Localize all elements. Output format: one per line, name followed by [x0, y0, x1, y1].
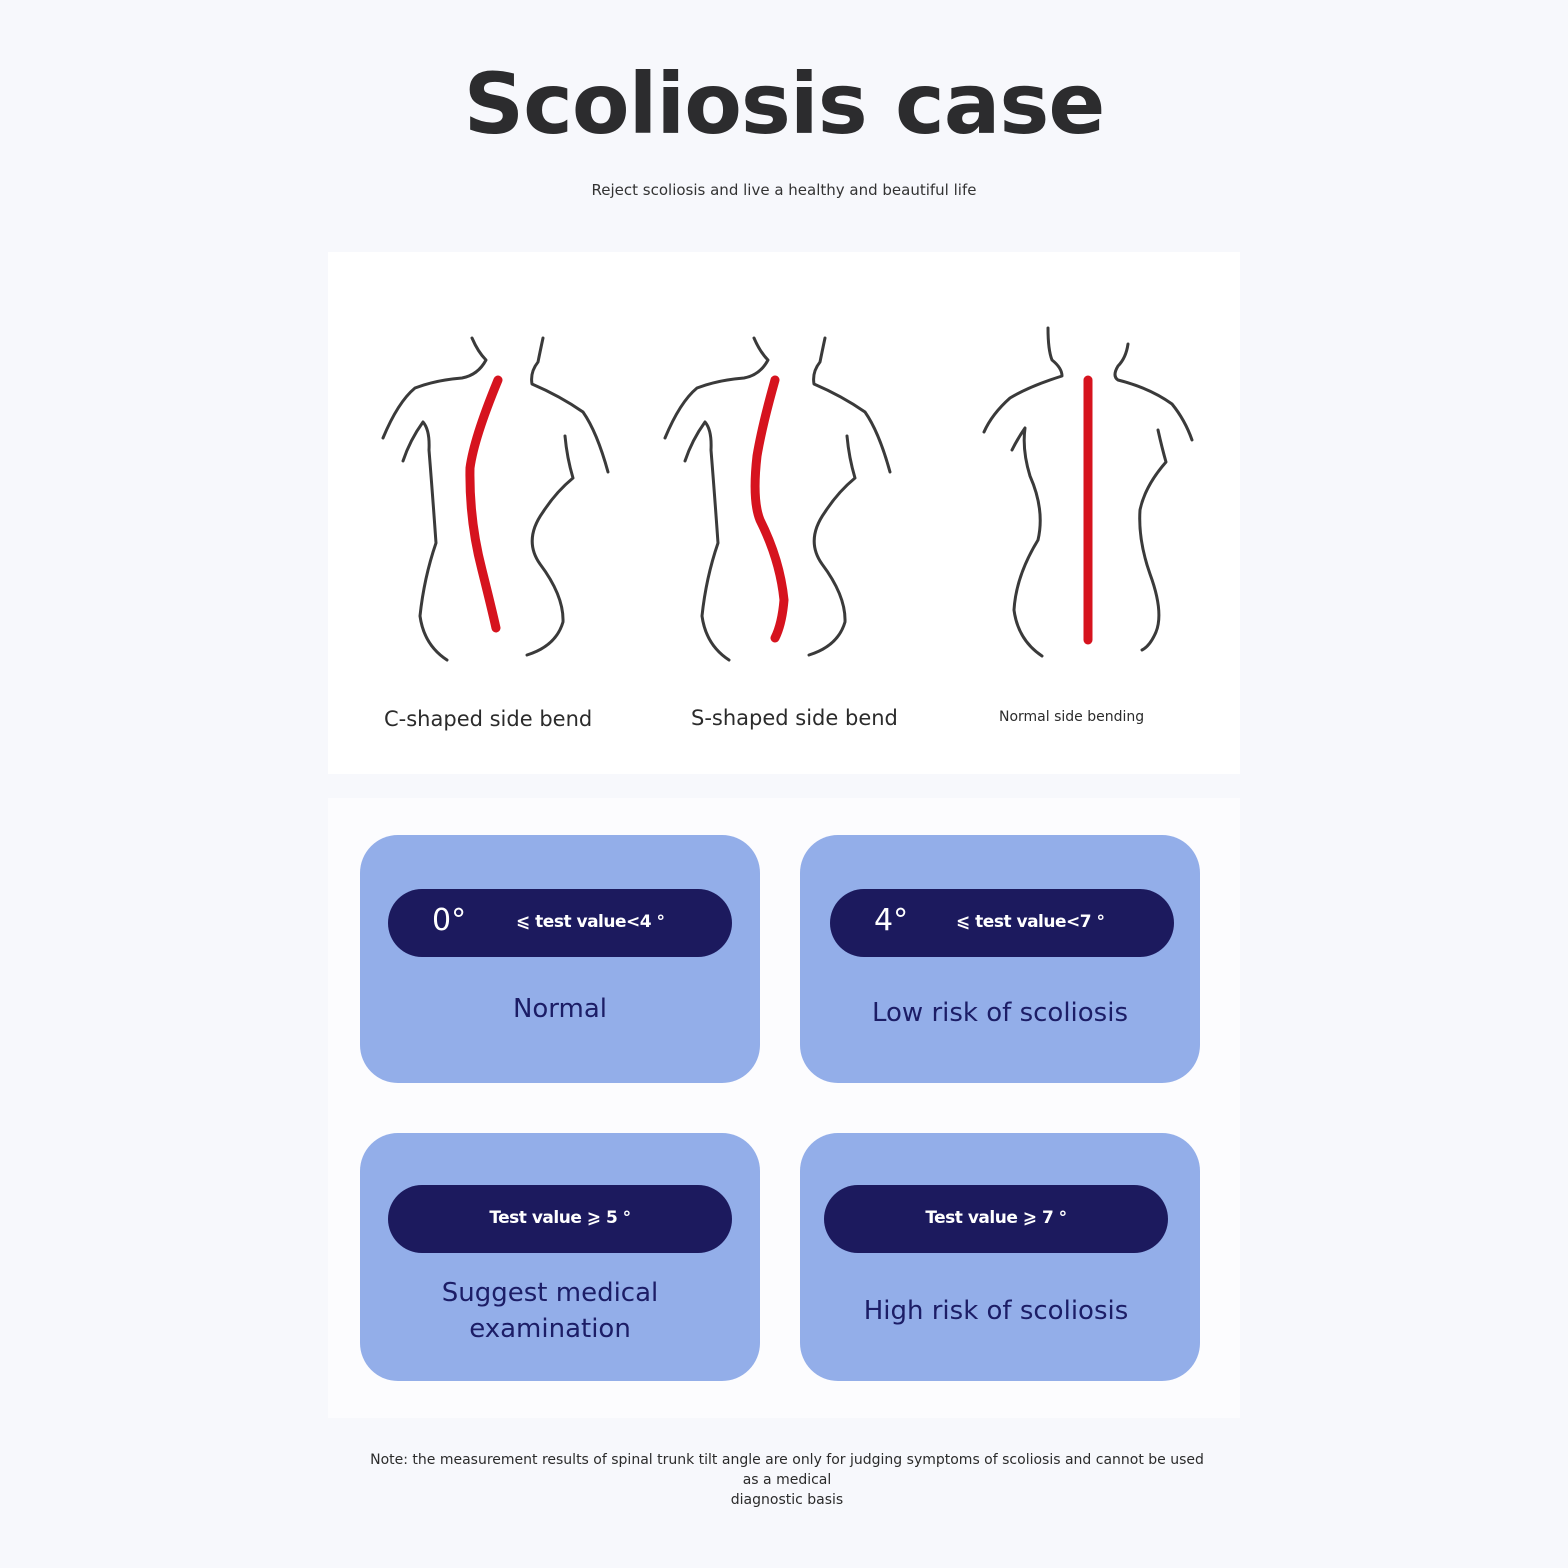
test-value-pill: Test value ⩾ 7 °: [824, 1185, 1168, 1253]
criteria-card-normal: 0° ⩽ test value<4 ° Normal: [360, 835, 760, 1083]
test-value-pill: 0° ⩽ test value<4 °: [388, 889, 732, 957]
spine-c-curve: [465, 375, 503, 633]
page-title: Scoliosis case: [463, 55, 1106, 153]
degree-value: 4°: [874, 903, 909, 938]
result-label-line2: examination: [469, 1314, 631, 1344]
spine-s-curve: [750, 375, 789, 643]
test-range: ⩽ test value<4 °: [516, 912, 665, 932]
result-label: High risk of scoliosis: [863, 1296, 1129, 1326]
figure-s-shaped-outline: [663, 336, 892, 662]
figure-normal-outline: [982, 326, 1194, 658]
figure-label-s-shaped: S-shaped side bend: [691, 706, 898, 730]
footer-note: Note: the measurement results of spinal …: [360, 1450, 1214, 1510]
figure-label-normal: Normal side bending: [999, 709, 1145, 725]
footer-note-line1: Note: the measurement results of spinal …: [370, 1452, 1204, 1488]
criteria-card-high-risk: Test value ⩾ 7 ° High risk of scoliosis: [800, 1133, 1200, 1381]
test-range: ⩽ test value<7 °: [956, 912, 1105, 932]
result-label-line1: Suggest medical: [441, 1278, 659, 1308]
figure-label-c-shaped: C-shaped side bend: [384, 707, 593, 731]
test-value-pill: 4° ⩽ test value<7 °: [830, 889, 1174, 957]
back-figures-illustration: [381, 326, 1194, 662]
test-value-pill: Test value ⩾ 5 °: [388, 1185, 732, 1253]
footer-note-line2: diagnostic basis: [730, 1492, 844, 1508]
criteria-card-low-risk: 4° ⩽ test value<7 ° Low risk of scoliosi…: [800, 835, 1200, 1083]
test-range: Test value ⩾ 7 °: [925, 1208, 1067, 1228]
degree-value: 0°: [432, 903, 467, 938]
page-subtitle: Reject scoliosis and live a healthy and …: [591, 181, 977, 199]
figure-c-shaped-outline: [381, 336, 610, 662]
test-range: Test value ⩾ 5 °: [489, 1208, 631, 1228]
result-label: Low risk of scoliosis: [872, 998, 1128, 1028]
criteria-card-medical-exam: Test value ⩾ 5 ° Suggest medical examina…: [360, 1133, 760, 1381]
result-label: Normal: [512, 994, 608, 1024]
